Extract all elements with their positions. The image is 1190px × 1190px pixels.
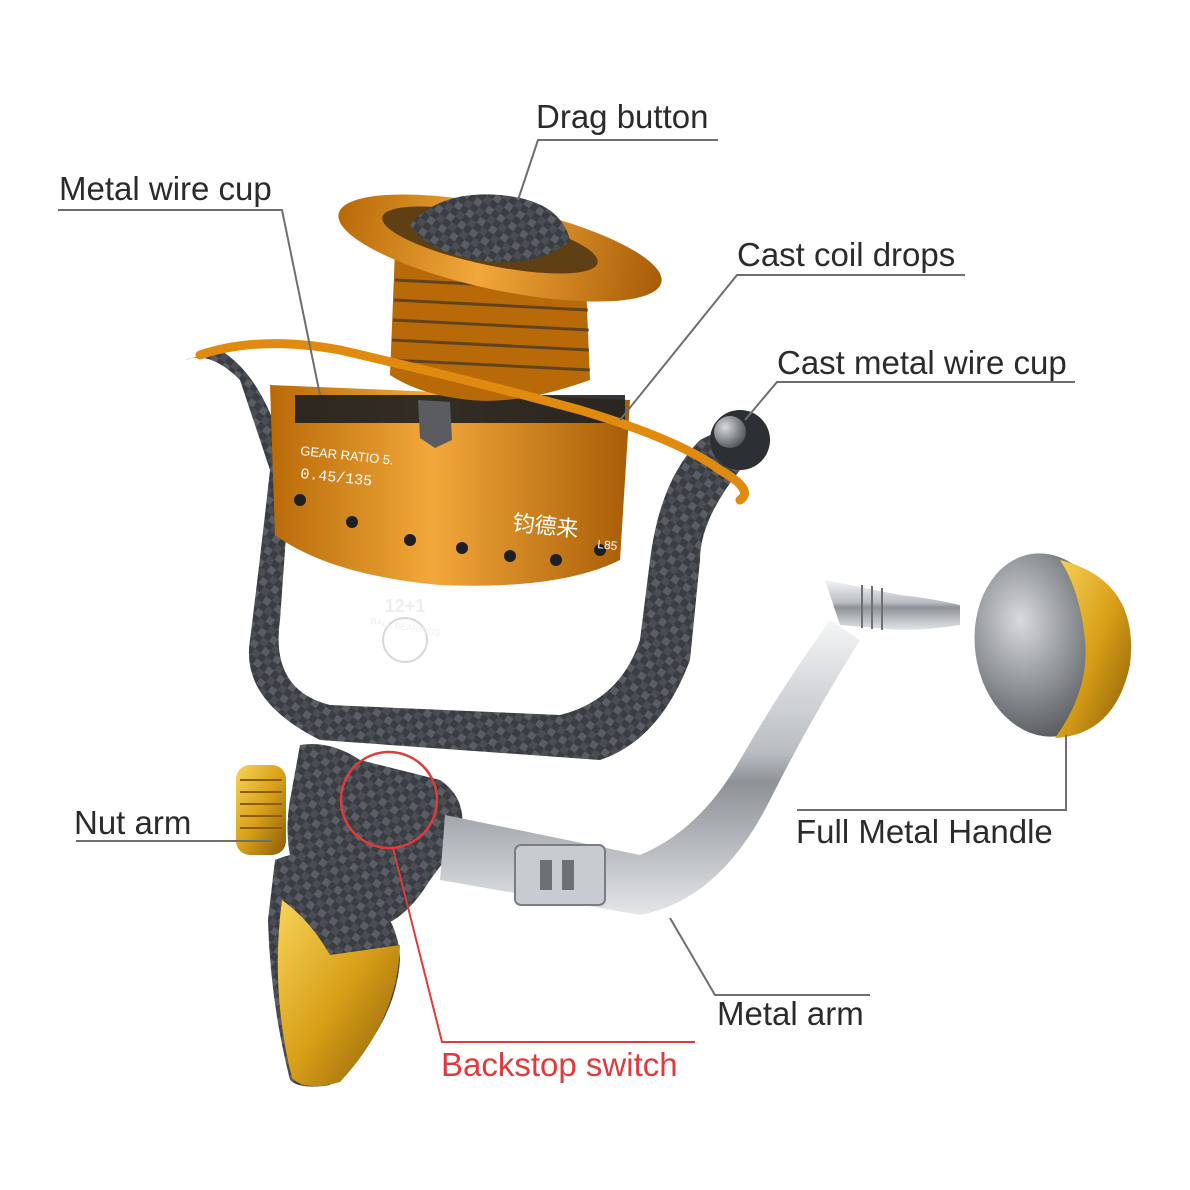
svg-text:12+1: 12+1 [385,596,426,616]
callout-drag-button: Drag button [536,98,709,135]
leader-metal-arm [669,917,870,996]
handle-knob [974,553,1132,738]
leader-drag-button [517,139,718,201]
leader-backstop-switch [392,847,695,1043]
callout-cast-coil-drops: Cast coil drops [737,236,956,273]
callout-backstop-switch: Backstop switch [441,1046,678,1083]
callout-cast-metal-wire-cup: Cast metal wire cup [777,344,1067,381]
line-roller [710,410,770,470]
bearing-badge: 12+1 BALL BEARINGS [370,596,441,663]
leader-cast-metal-wire-cup [744,381,1075,421]
nose-cone [277,900,400,1087]
svg-text:BALL BEARINGS: BALL BEARINGS [370,616,441,638]
handle-arm [440,580,960,915]
backstop-highlight-circle [339,750,439,850]
leader-full-metal-handle [797,735,1067,811]
bail-wire [195,339,749,505]
callout-nut-arm: Nut arm [74,804,192,841]
nut-arm-cap [236,765,286,855]
leader-metal-wire-cup [58,209,321,396]
leader-cast-coil-drops [619,274,965,421]
model-marking: L85 [597,537,619,553]
leader-lines [58,139,1075,996]
callout-metal-wire-cup: Metal wire cup [59,170,272,207]
callout-full-metal-handle: Full Metal Handle [796,813,1053,850]
drag-knob [410,194,570,263]
callout-metal-arm: Metal arm [717,995,864,1032]
